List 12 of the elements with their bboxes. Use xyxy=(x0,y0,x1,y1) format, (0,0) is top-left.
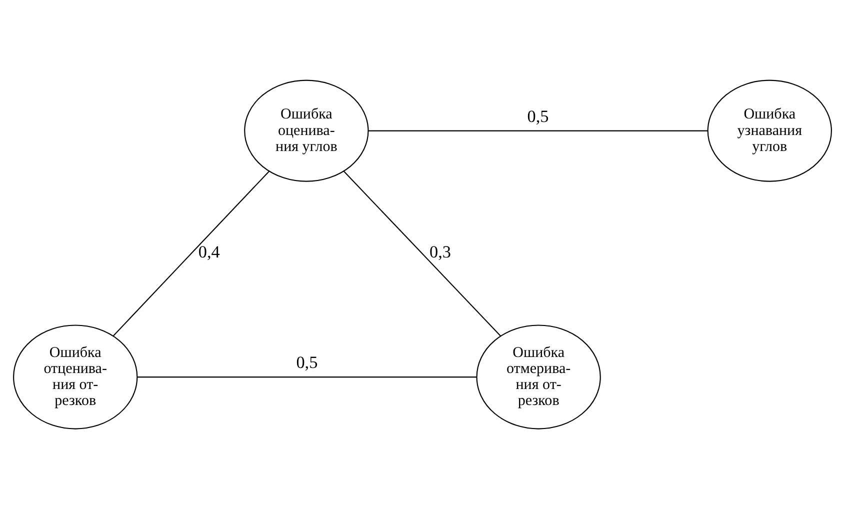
connector xyxy=(368,130,708,132)
edge-label: 0,5 xyxy=(526,107,548,126)
node-ellipse: Ошибка оценива- ния углов xyxy=(244,80,368,182)
node-ellipse: Ошибка узнавания углов xyxy=(706,80,832,182)
connector xyxy=(136,376,476,378)
edge-label: 0,5 xyxy=(296,353,318,372)
connector xyxy=(342,170,500,336)
node-ellipse: Ошибка отценива- ния от- резков xyxy=(12,324,138,430)
connector xyxy=(112,171,269,336)
edge-label: 0,4 xyxy=(198,242,220,262)
node-ellipse: Ошибка отмерива- ния от- резков xyxy=(476,324,600,430)
edge-label: 0,3 xyxy=(428,242,450,262)
